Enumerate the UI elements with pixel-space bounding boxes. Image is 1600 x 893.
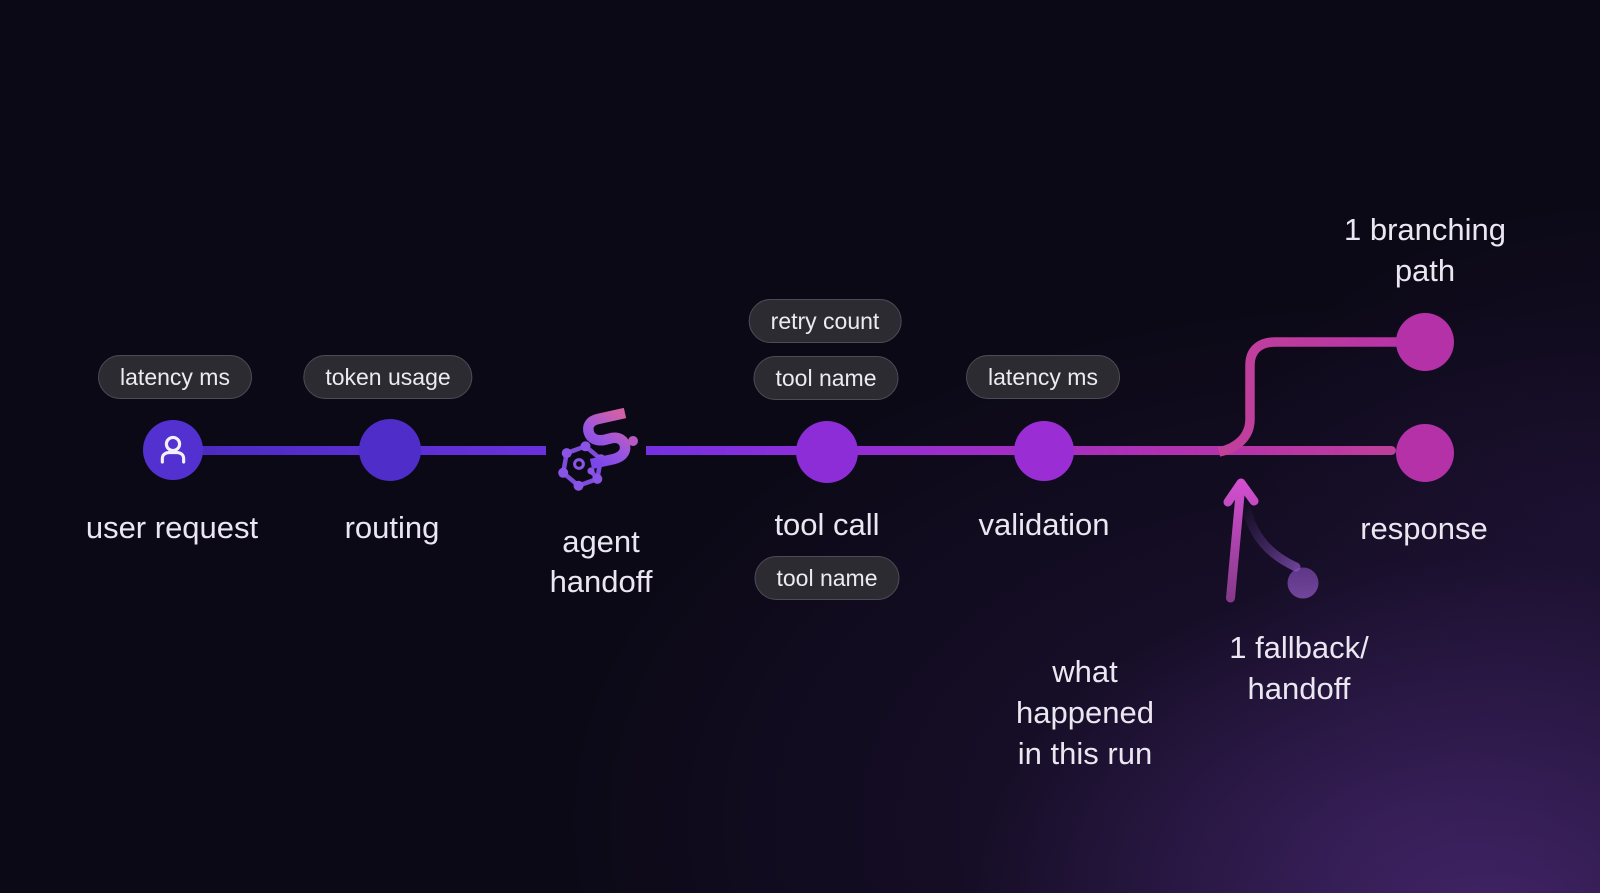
label-validation: validation (978, 507, 1110, 542)
trace-line (173, 446, 1396, 455)
annotation-what-happened: what happened in this run (1016, 654, 1154, 771)
node-branching-path (1396, 313, 1454, 371)
fallback-node-dot (1287, 567, 1319, 599)
pill-tool-name-bottom: tool name (754, 556, 900, 600)
logo-dot (628, 436, 638, 446)
user-icon (160, 435, 186, 464)
pill-retry-count: retry count (748, 299, 902, 343)
branching-path-curve (1217, 337, 1425, 457)
logo-s-mark (583, 407, 631, 470)
node-agent-handoff (546, 400, 646, 500)
label-agent-handoff: agent handoff (549, 524, 653, 599)
pill-token-usage: token usage (303, 355, 473, 399)
up-arrow-icon (1223, 478, 1259, 603)
node-tool-call (796, 421, 858, 483)
label-tool-call: tool call (774, 507, 880, 542)
annotation-fallback-handoff: 1 fallback/ handoff (1229, 630, 1369, 706)
label-routing: routing (344, 510, 440, 545)
label-user-request: user request (85, 510, 259, 545)
pill-tool-name-top: tool name (753, 356, 899, 400)
node-response (1396, 424, 1454, 482)
node-routing (359, 419, 421, 481)
pill-latency-ms-user: latency ms (98, 355, 252, 399)
annotation-branching-path: 1 branching path (1343, 212, 1507, 288)
hexagon-network-s-logo-icon (558, 407, 638, 491)
node-user-request (143, 420, 203, 480)
node-validation (1014, 421, 1074, 481)
pill-latency-ms-validation: latency ms (966, 355, 1120, 399)
fallback-branch-faded (1240, 498, 1319, 599)
label-response: response (1360, 511, 1488, 546)
